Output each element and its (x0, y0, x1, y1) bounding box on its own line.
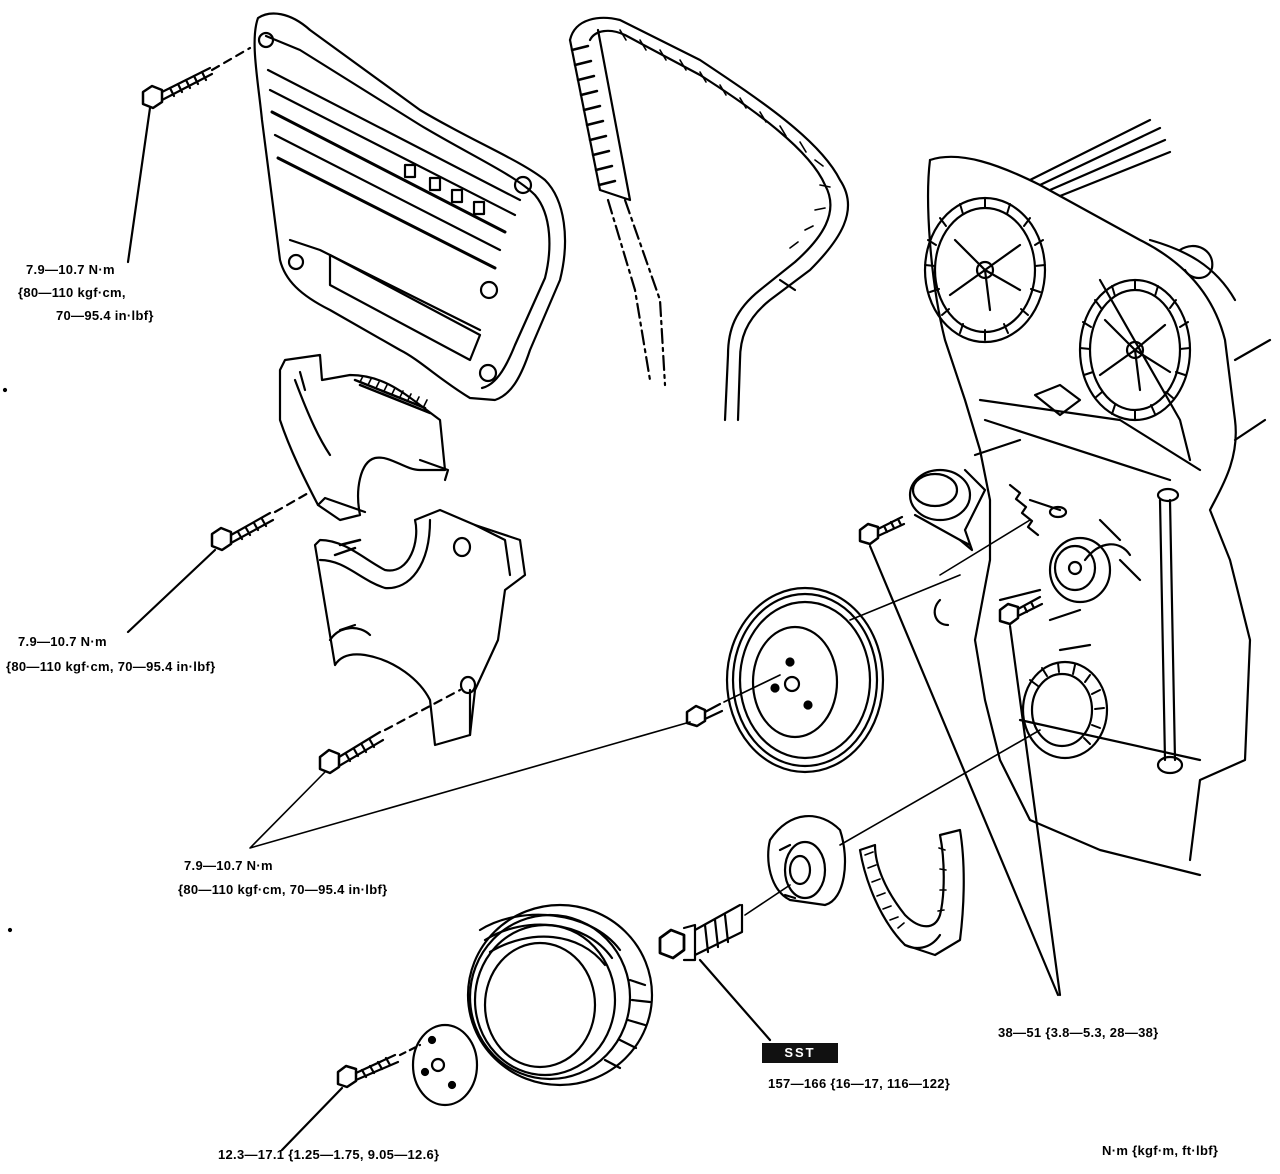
camshaft-sprocket-right (1078, 278, 1192, 422)
sst-badge: SST (762, 1043, 838, 1063)
torque-label-tensioner-bolts: 38—51 {3.8—5.3, 28—38} (998, 1025, 1159, 1040)
middle-cover-bolt (126, 490, 312, 634)
torque-label-upper-cover-line2: {80—110 kgf·cm, (18, 285, 126, 300)
lower-timing-cover (313, 508, 527, 747)
tensioner-bolt-2 (998, 595, 1062, 997)
water-pump-pulley (725, 574, 961, 774)
crankshaft-pulley-hub-plate (411, 1023, 479, 1107)
camshaft-sprocket-left (923, 196, 1047, 344)
middle-timing-cover (278, 353, 450, 522)
torque-label-middle-cover-line1: 7.9—10.7 N·m (18, 634, 107, 649)
idler-pulley (1048, 536, 1112, 604)
crankshaft-pulley-bolt (280, 1043, 422, 1152)
upper-cover-bolt (126, 46, 252, 264)
crankshaft-timing-plate (767, 729, 1041, 907)
engine-head-and-block (927, 118, 1272, 877)
leader-lines-lower-cover-and-pulley (249, 721, 691, 849)
balancer-timing-belt (858, 828, 965, 957)
crankshaft-bolt (658, 884, 791, 1042)
tensioner-spring (939, 438, 1068, 576)
torque-label-upper-cover-line3: 70—95.4 in·lbf} (56, 308, 154, 323)
torque-label-upper-cover-line1: 7.9—10.7 N·m (26, 262, 115, 277)
tensioner-pulley (908, 468, 987, 552)
upper-timing-cover (253, 12, 567, 402)
lower-cover-bolt (318, 688, 462, 775)
torque-label-middle-cover-line2: {80—110 kgf·cm, 70—95.4 in·lbf} (6, 659, 216, 674)
scan-speck (7, 927, 13, 933)
crankshaft-pulley (466, 903, 654, 1087)
units-legend: N·m {kgf·m, ft·lbf} (1102, 1143, 1219, 1158)
torque-label-lower-cover-line2: {80—110 kgf·cm, 70—95.4 in·lbf} (178, 882, 388, 897)
torque-label-lower-cover-line1: 7.9—10.7 N·m (184, 858, 273, 873)
torque-label-crank-bolt: 157—166 {16—17, 116—122} (768, 1076, 951, 1091)
scan-speck (2, 387, 8, 393)
tensioner-bolt-1 (858, 515, 1060, 997)
torque-label-crank-pulley-bolt: 12.3—17.1 {1.25—1.75, 9.05—12.6} (218, 1147, 440, 1162)
timing-belt (568, 16, 850, 422)
crankshaft-sprocket (1021, 660, 1109, 760)
